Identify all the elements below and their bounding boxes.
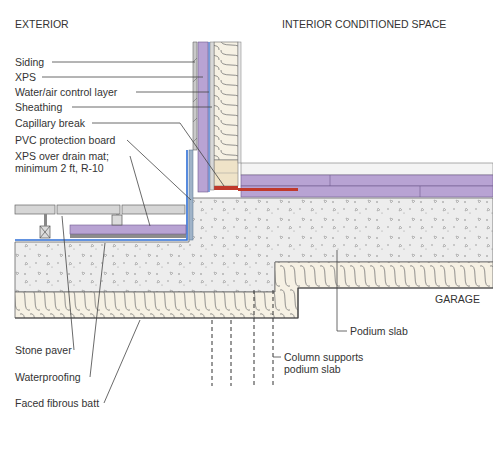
callout-label: GARAGE bbox=[380, 293, 480, 305]
callout-label: Sheathing bbox=[15, 101, 135, 113]
callout-label: Capillary break bbox=[15, 117, 135, 129]
callout-label: XPS bbox=[15, 71, 135, 83]
callout-label: Siding bbox=[15, 56, 135, 68]
callout-label: Waterproofing bbox=[15, 371, 135, 383]
callout-label: INTERIOR CONDITIONED SPACE bbox=[282, 18, 482, 30]
callout-label: XPS over drain mat; minimum 2 ft, R-10 bbox=[15, 150, 127, 174]
callout-label: Faced fibrous batt bbox=[15, 397, 135, 409]
callout-label: PVC protection board bbox=[15, 134, 135, 146]
callout-label: Podium slab bbox=[350, 325, 470, 337]
callout-label: EXTERIOR bbox=[15, 18, 135, 30]
callout-label: Water/air control layer bbox=[15, 86, 140, 98]
callout-label: Column supports podium slab bbox=[284, 351, 384, 375]
callout-label: Stone paver bbox=[15, 344, 135, 356]
